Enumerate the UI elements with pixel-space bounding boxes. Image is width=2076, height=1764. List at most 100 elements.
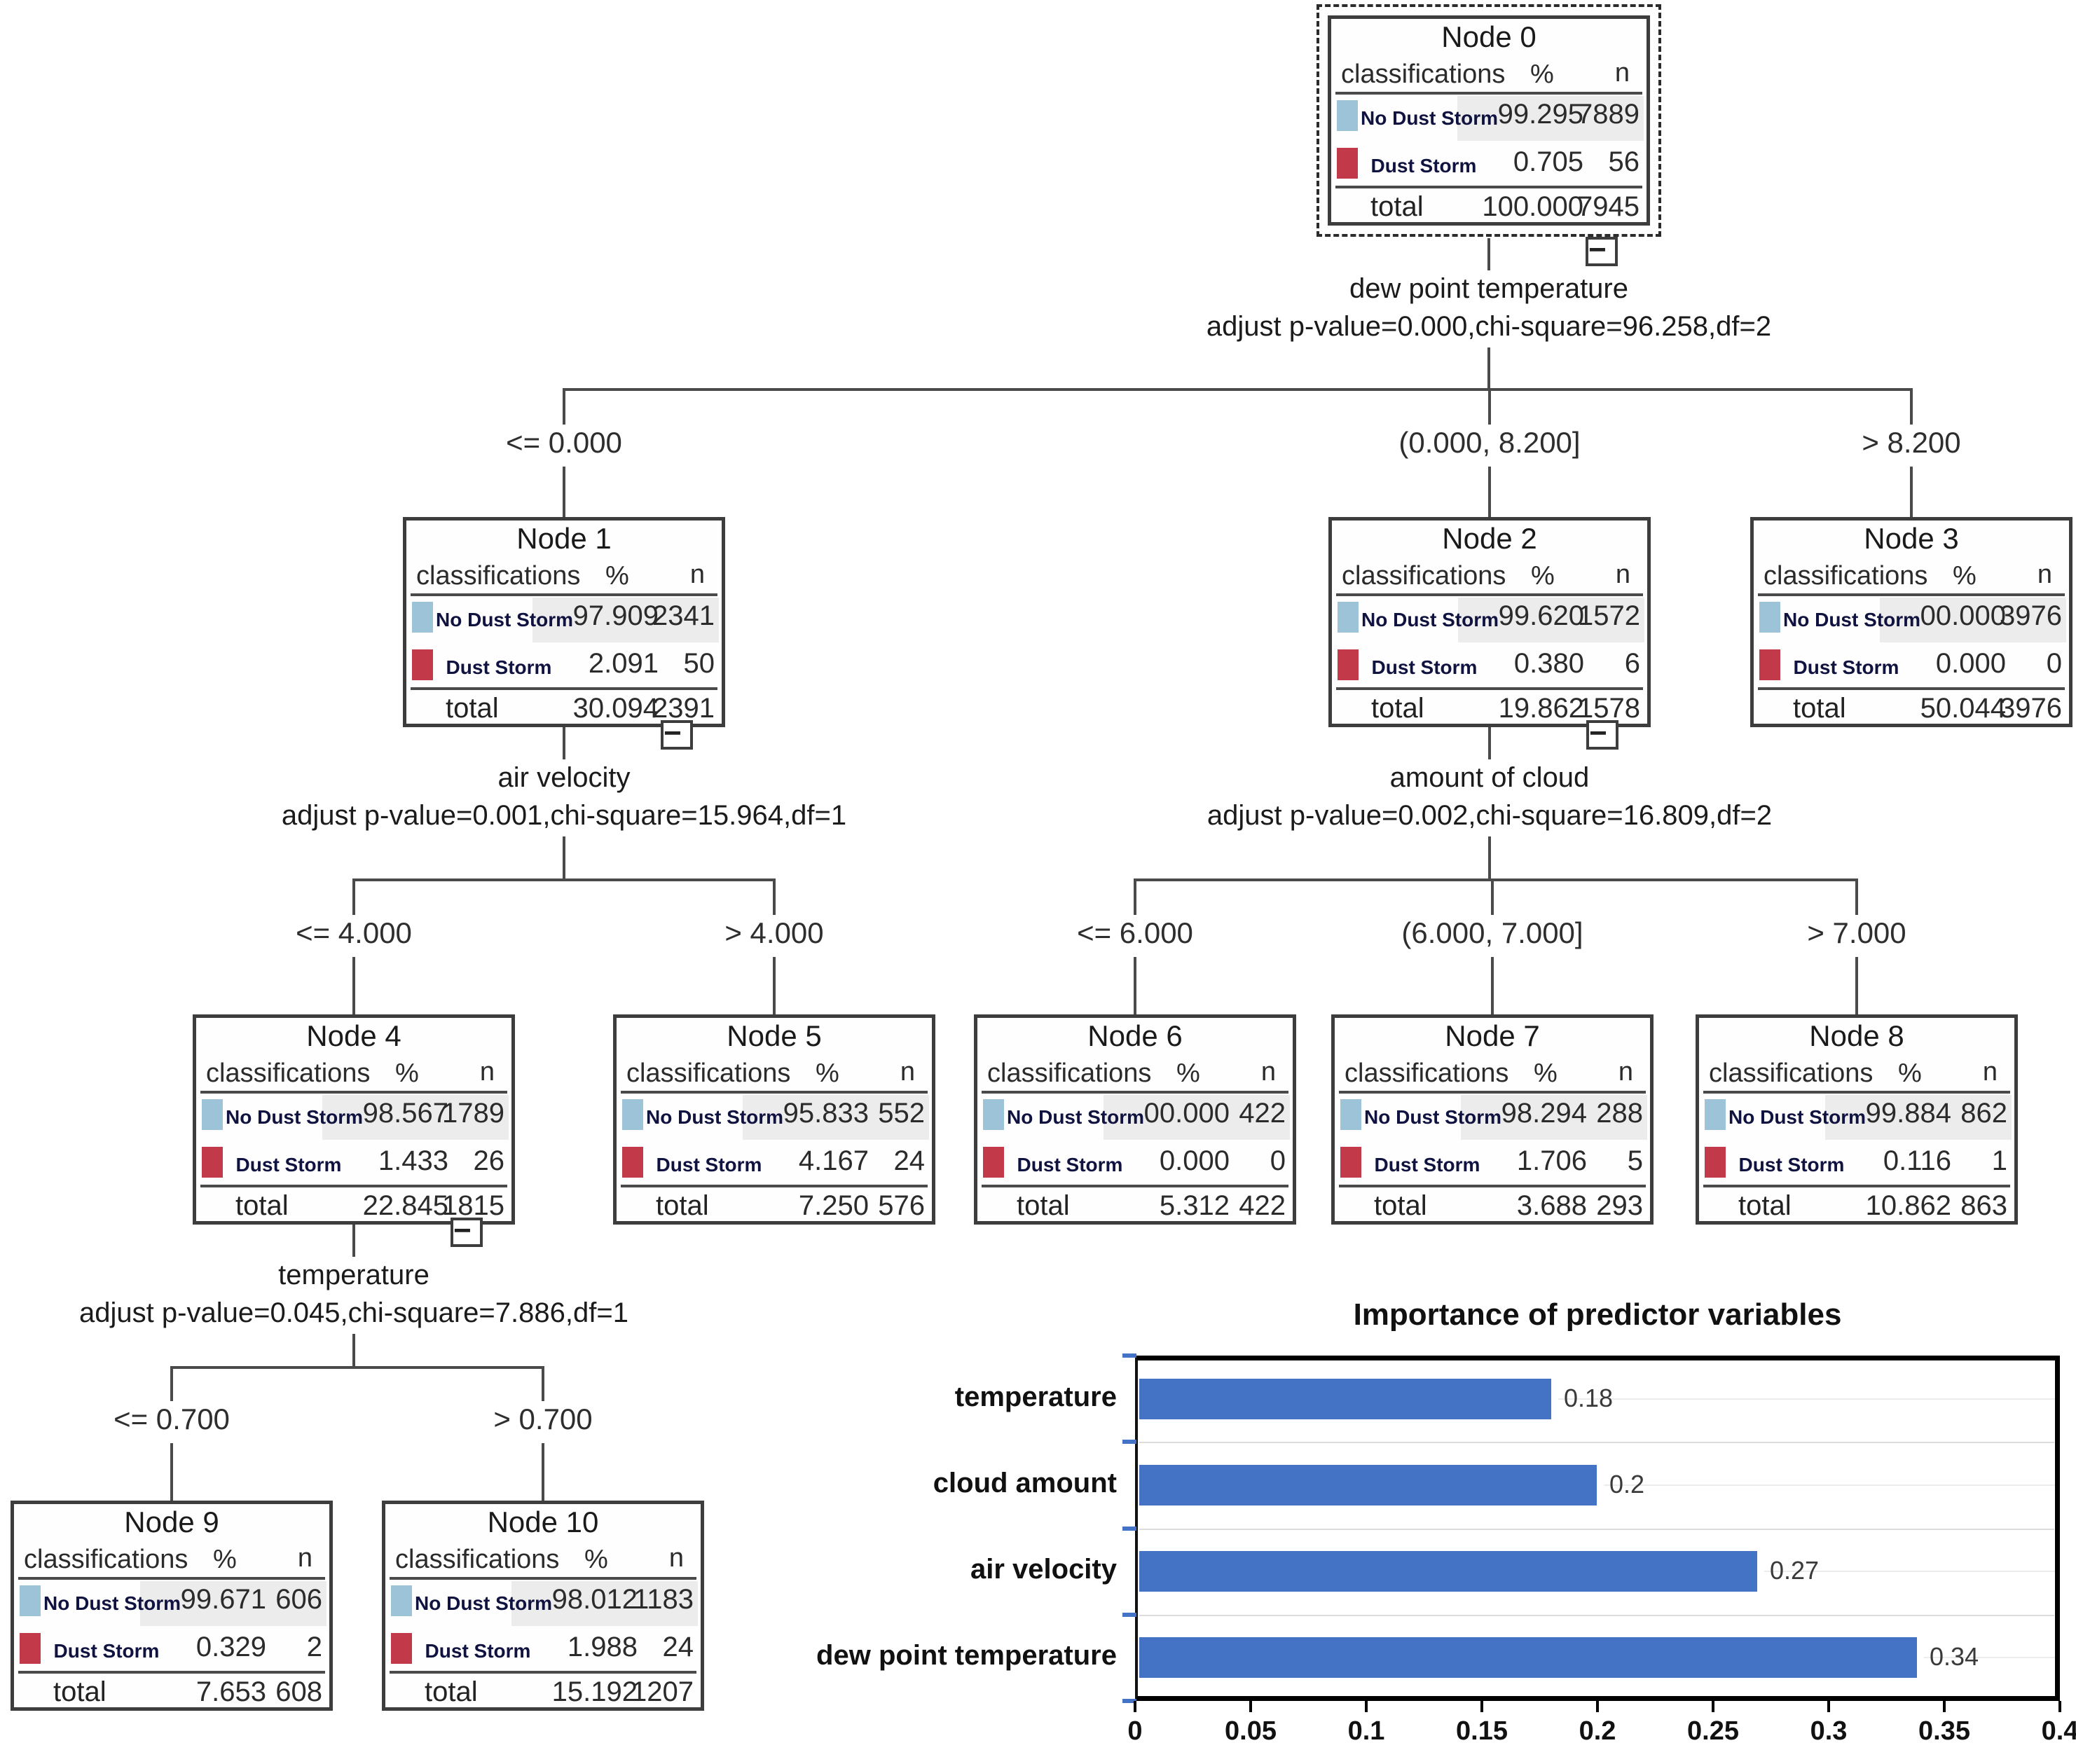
split-stats-label: adjust p-value=0.002,chi-square=16.809,d… (1207, 800, 1773, 831)
percent-header: % (1531, 561, 1555, 591)
branch-condition-label: (0.000, 8.200] (1398, 426, 1581, 459)
row-highlight (1825, 1095, 2012, 1140)
minus-icon: − (453, 1213, 472, 1248)
total-pct: 5.312 (1159, 1190, 1230, 1221)
total-count: 3976 (2000, 693, 2062, 724)
no-dust-storm-swatch-icon (983, 1099, 1004, 1130)
percent-header: % (1530, 60, 1554, 89)
total-label: total (656, 1190, 709, 1221)
split-variable-label: temperature (278, 1260, 429, 1290)
node-title: Node 4 (306, 1019, 401, 1052)
no-dust-storm-count: 2341 (652, 600, 715, 631)
node-divider (18, 1671, 325, 1674)
tree-connector (1491, 878, 1494, 915)
total-count: 293 (1596, 1190, 1643, 1221)
tree-connector (1488, 467, 1491, 517)
collapse-node-1-button[interactable]: − (661, 718, 693, 750)
dust-storm-pct: 0.116 (1883, 1145, 1951, 1176)
tree-connector (352, 878, 355, 915)
y-axis-tick (1122, 1440, 1136, 1444)
no-dust-storm-label: No Dust Storm (1728, 1106, 1866, 1128)
split-stats-label: adjust p-value=0.000,chi-square=96.258,d… (1206, 311, 1772, 342)
chart-leader-line (1558, 1398, 2055, 1400)
tree-connector (1487, 347, 1490, 388)
dust-storm-swatch-icon (1705, 1147, 1726, 1178)
row-highlight (511, 1581, 698, 1626)
dust-storm-pct: 0.705 (1513, 146, 1583, 177)
tree-connector (1910, 467, 1913, 517)
node-title: Node 9 (124, 1505, 219, 1538)
no-dust-storm-count: 422 (1239, 1098, 1286, 1129)
n-header: n (2037, 560, 2052, 589)
no-dust-storm-swatch-icon (391, 1585, 412, 1616)
split-variable-label: air velocity (497, 762, 631, 793)
classifications-header: classifications (206, 1059, 371, 1088)
category-label: temperature (954, 1381, 1117, 1412)
n-header: n (689, 560, 705, 589)
total-pct: 100.000 (1482, 191, 1583, 222)
y-axis-tick (1122, 1353, 1136, 1358)
classifications-header: classifications (1345, 1059, 1509, 1088)
x-axis-tick-label: 0.1 (1347, 1716, 1385, 1746)
dust-storm-count: 2 (306, 1632, 322, 1662)
y-axis-tick (1122, 1527, 1136, 1531)
tree-connector (352, 1225, 355, 1257)
no-dust-storm-count: 606 (275, 1584, 322, 1615)
no-dust-storm-swatch-icon (1337, 100, 1358, 131)
split-stats-label: adjust p-value=0.001,chi-square=15.964,d… (281, 800, 847, 831)
node-title: Node 6 (1087, 1019, 1183, 1052)
collapse-node-0-button[interactable]: − (1586, 233, 1618, 267)
row-highlight (322, 1095, 509, 1140)
node-divider (411, 687, 717, 690)
row-highlight (1457, 96, 1644, 141)
tree-connector (1491, 957, 1494, 1014)
node-divider (390, 1577, 696, 1580)
collapse-node-2-button[interactable]: − (1586, 718, 1618, 750)
importance-bar-dew-point-temperature (1139, 1637, 1917, 1678)
n-header: n (1615, 560, 1630, 589)
branch-condition-label: > 7.000 (1807, 916, 1906, 949)
dust-storm-count: 6 (1624, 648, 1640, 679)
no-dust-storm-pct: 00.000 (1920, 600, 2006, 631)
split-variable-label: amount of cloud (1389, 762, 1590, 793)
dust-storm-count: 5 (1627, 1145, 1643, 1176)
x-axis-tick-label: 0.3 (1810, 1716, 1848, 1746)
minus-icon: − (1588, 233, 1607, 267)
tree-connector (1488, 836, 1491, 878)
branch-condition-label: > 4.000 (724, 916, 824, 949)
x-axis-tick (1365, 1701, 1368, 1712)
node-divider (1703, 1091, 2010, 1094)
tree-connector (542, 1366, 544, 1401)
tree-connector (1134, 957, 1136, 1014)
dust-storm-pct: 1.433 (378, 1145, 448, 1176)
x-axis-tick (1943, 1701, 1946, 1712)
percent-header: % (1898, 1059, 1922, 1088)
importance-bar-temperature (1139, 1379, 1551, 1419)
no-dust-storm-pct: 99.295 (1497, 99, 1583, 130)
tree-connector (1134, 878, 1136, 915)
dust-storm-label: Dust Storm (235, 1154, 342, 1176)
row-highlight (743, 1095, 929, 1140)
bar-value-label: 0.2 (1609, 1470, 1645, 1498)
branch-condition-label: <= 0.700 (114, 1403, 230, 1435)
tree-connector (170, 1443, 173, 1501)
node-title: Node 0 (1441, 20, 1537, 53)
collapse-node-4-button[interactable]: − (451, 1213, 483, 1248)
y-axis-tick (1122, 1699, 1136, 1703)
percent-header: % (395, 1059, 419, 1088)
bar-value-label: 0.18 (1564, 1384, 1614, 1412)
dust-storm-label: Dust Storm (1371, 656, 1478, 678)
dust-storm-swatch-icon (391, 1633, 412, 1664)
